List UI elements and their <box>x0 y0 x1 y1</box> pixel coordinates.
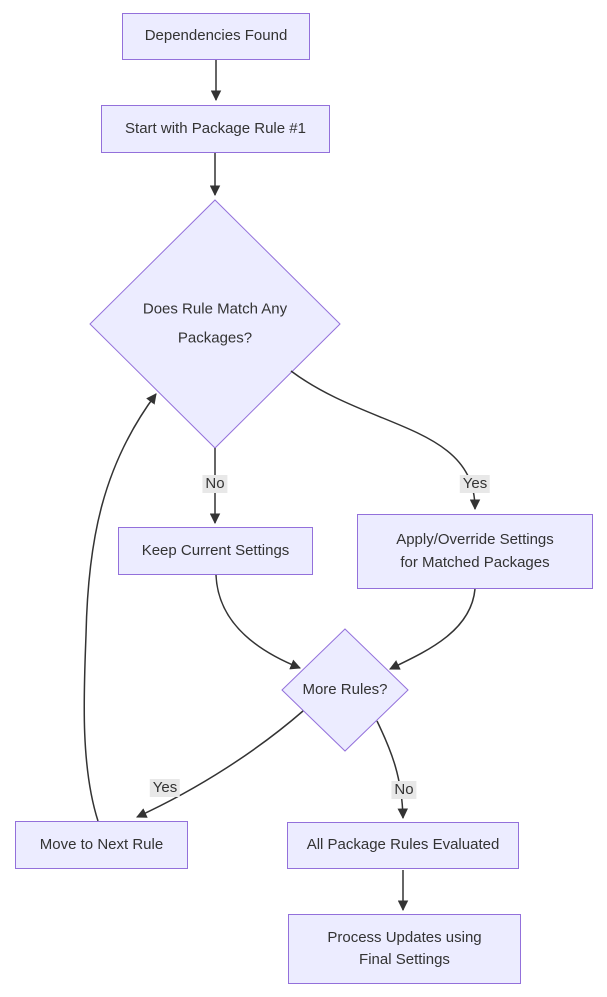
node-start-rule: Start with Package Rule #1 <box>101 105 330 153</box>
node-process-updates: Process Updates using Final Settings <box>288 914 521 984</box>
edge-movenext-loop-to-rulematch <box>83 393 157 822</box>
edge-label-no-match: No <box>202 475 228 493</box>
node-apply-override-label: Apply/Override Settings for Matched Pack… <box>396 531 554 571</box>
node-move-next: Move to Next Rule <box>15 821 188 869</box>
edge-rulematch-yes-to-applyoverride <box>290 370 481 511</box>
node-keep-current: Keep Current Settings <box>118 527 313 575</box>
node-move-next-label: Move to Next Rule <box>39 835 164 853</box>
node-start-rule-label: Start with Package Rule #1 <box>125 119 306 137</box>
edge-morerules-yes-to-movenext <box>136 710 304 818</box>
edge-label-yes-more: Yes <box>149 779 181 797</box>
decision-rule-match-shape <box>89 199 341 449</box>
node-dependencies-found: Dependencies Found <box>122 13 310 60</box>
node-all-evaluated: All Package Rules Evaluated <box>287 822 519 869</box>
node-process-updates-label: Process Updates using Final Settings <box>327 928 482 969</box>
edge-label-no-more: No <box>391 781 417 799</box>
node-apply-override: Apply/Override Settings for Matched Pack… <box>357 514 593 589</box>
edge-morerules-no-to-allevaluated <box>376 720 409 820</box>
node-all-evaluated-label: All Package Rules Evaluated <box>306 836 500 854</box>
decision-more-rules-shape <box>281 628 409 752</box>
edge-label-yes-match: Yes <box>459 475 491 493</box>
edge-keepcurrent-to-morerules <box>215 574 301 670</box>
node-keep-current-label: Keep Current Settings <box>141 541 290 559</box>
node-dependencies-found-label: Dependencies Found <box>144 27 288 45</box>
edge-applyoverride-to-morerules <box>389 588 476 670</box>
